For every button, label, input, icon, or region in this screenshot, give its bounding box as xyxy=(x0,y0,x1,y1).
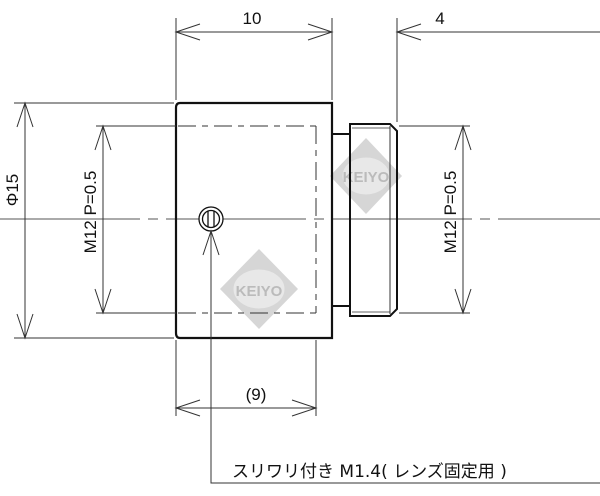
dim-thread-right: M12 P=0.5 xyxy=(441,171,460,254)
watermark-logo-upper: KEIYO xyxy=(330,138,402,214)
watermark-text: KEIYO xyxy=(343,169,390,186)
set-screw-symbol xyxy=(198,206,224,232)
dim-thread-length: 4 xyxy=(435,9,444,28)
dim-thread-left: M12 P=0.5 xyxy=(81,171,100,254)
main-body-outline xyxy=(174,101,334,340)
callout-leader xyxy=(202,229,600,484)
dim-body-diameter: Φ15 xyxy=(3,174,22,206)
dim-body-length: 10 xyxy=(243,9,262,28)
thread-outline xyxy=(349,123,398,317)
callout-note: スリワリ付き M1.4( レンズ固定用 ) xyxy=(232,462,507,482)
watermark-logo-lower: KEIYO xyxy=(220,249,298,329)
dimension-lines xyxy=(16,23,600,417)
neck-outline xyxy=(332,133,350,307)
watermark-text: KEIYO xyxy=(236,283,283,300)
hidden-lines xyxy=(178,125,317,314)
dim-screw-position: (9) xyxy=(246,385,267,404)
